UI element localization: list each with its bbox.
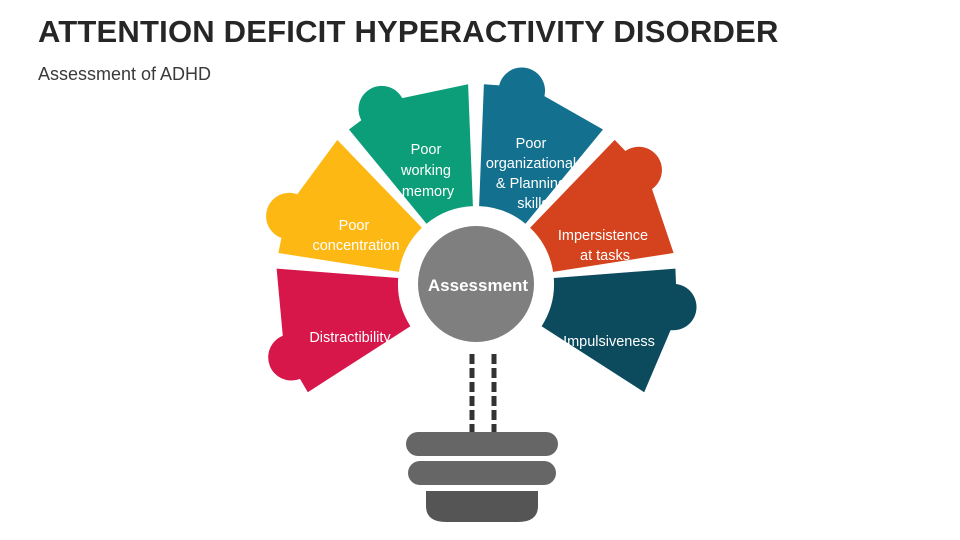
- segment-distractibility: Distractibility: [268, 268, 411, 393]
- bulb-base-tip: [426, 491, 538, 522]
- segment-label-distractibility: Distractibility: [309, 330, 391, 346]
- segment-shape: [530, 139, 674, 272]
- segment-shape: [268, 268, 411, 393]
- segment-label-impulsiveness: Impulsiveness: [563, 334, 655, 350]
- segment-impersistence-at-tasks: Impersistence at tasks: [530, 139, 674, 272]
- segment-shape: [479, 67, 603, 224]
- segment-shape: [541, 268, 697, 393]
- segment-poor-concentration: Poor concentration: [266, 139, 422, 272]
- slide-subtitle: Assessment of ADHD: [38, 64, 212, 84]
- segment-poor-organizational-planning-skills: Poor organizational & Planning skills: [479, 67, 603, 224]
- slide-title: ATTENTION DEFICIT HYPERACTIVITY DISORDER: [38, 14, 779, 49]
- segment-impulsiveness: Impulsiveness: [541, 268, 697, 393]
- bulb-base: [406, 432, 558, 522]
- segments-group: Distractibility Poor concentration Poor …: [266, 67, 697, 393]
- segment-poor-working-memory: Poor working memory: [349, 84, 473, 224]
- bulb-base-ring-1: [406, 432, 558, 456]
- bulb-filament: [469, 340, 497, 435]
- segment-label-impersistence-at-tasks: Impersistence at tasks: [558, 228, 652, 264]
- hub-circle: [418, 226, 534, 342]
- segment-shape: [266, 139, 422, 272]
- bulb-base-ring-2: [408, 461, 556, 485]
- segment-label-poor-organizational-planning-skills: Poor organizational & Planning skills: [486, 136, 580, 212]
- segment-label-poor-working-memory: Poor working memory: [400, 142, 455, 200]
- segment-shape: [349, 84, 473, 224]
- hub-label: Assessment: [428, 276, 529, 295]
- segment-label-poor-concentration: Poor concentration: [312, 218, 399, 254]
